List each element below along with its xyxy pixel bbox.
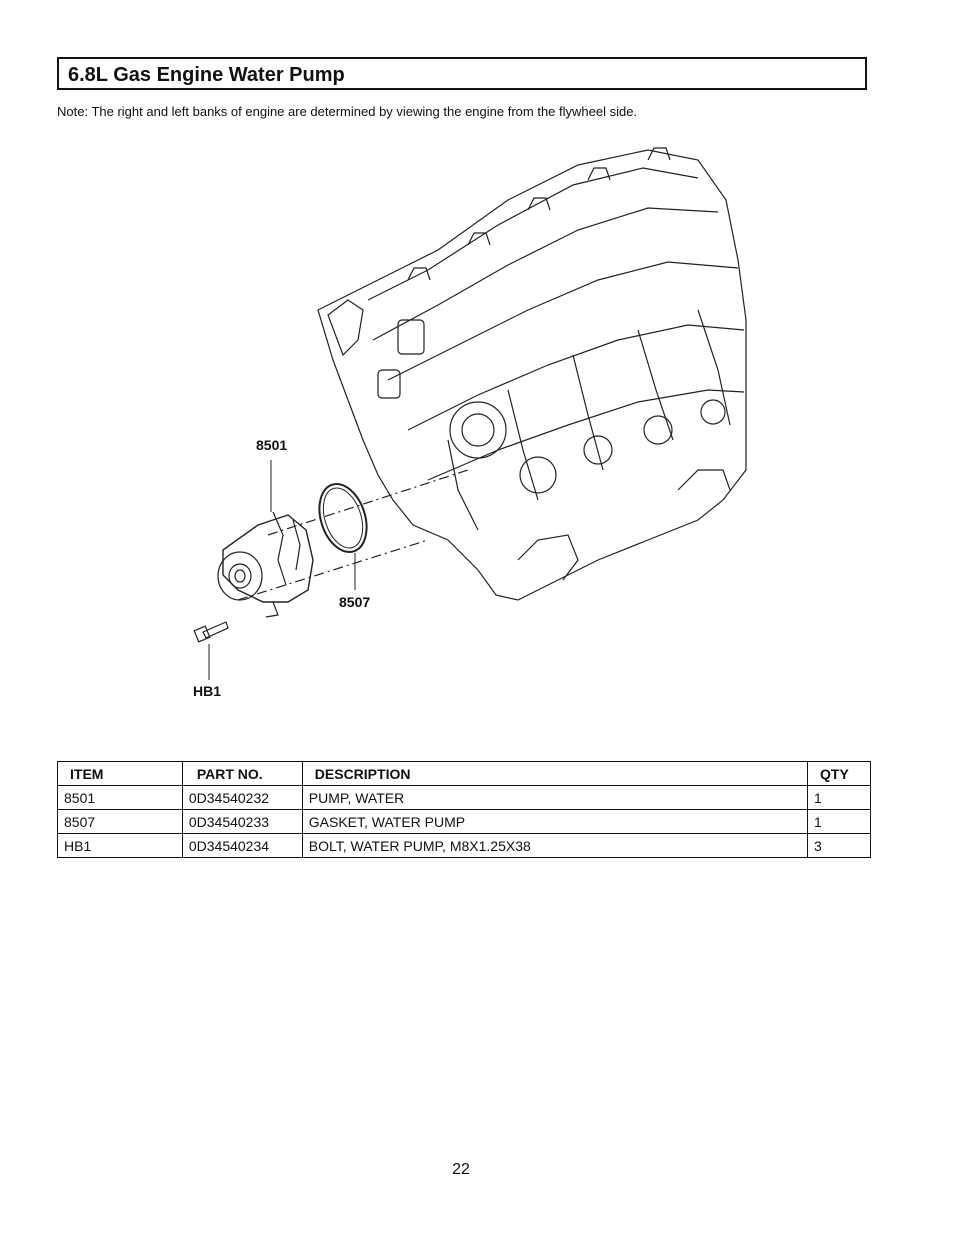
callout-hb1: HB1 [193,683,221,699]
cell-part-no: 0D34540234 [181,833,303,858]
water-pump-drawing [217,511,314,618]
callout-8507: 8507 [339,594,370,610]
cell-part-no: 0D34540233 [181,809,303,834]
cell-qty: 1 [807,785,871,810]
gasket-ring [318,483,368,553]
cell-part-no: 0D34540232 [181,785,303,810]
cell-item: HB1 [57,833,183,858]
engine-water-pump-diagram: 8501 8507 HB1 [193,147,747,699]
header-qty: QTY [807,761,871,786]
table-header-row: ITEM PART NO. DESCRIPTION QTY [57,761,871,786]
parts-table: ITEM PART NO. DESCRIPTION QTY 8501 0D345… [57,761,871,858]
engine-block-drawing [317,147,747,601]
cell-qty: 1 [807,809,871,834]
cell-description: BOLT, WATER PUMP, M8X1.25X38 [301,833,809,858]
table-row: 8507 0D34540233 GASKET, WATER PUMP 1 [57,809,871,834]
table-row: 8501 0D34540232 PUMP, WATER 1 [57,785,871,810]
note-text: Note: The right and left banks of engine… [57,104,638,119]
cell-description: GASKET, WATER PUMP [301,809,809,834]
header-description: DESCRIPTION [301,761,809,786]
page-number: 22 [452,1161,470,1178]
callout-8501: 8501 [256,437,287,453]
section-title-box: 6.8L Gas Engine Water Pump [57,57,867,90]
header-part-no: PART NO. [181,761,303,786]
cell-description: PUMP, WATER [301,785,809,810]
cell-item: 8507 [57,809,183,834]
table-row: HB1 0D34540234 BOLT, WATER PUMP, M8X1.25… [57,833,871,858]
page-title: 6.8L Gas Engine Water Pump [68,64,345,86]
cell-qty: 3 [807,833,871,858]
header-item: ITEM [57,761,183,786]
cell-item: 8501 [57,785,183,810]
bolt-drawing [193,621,229,643]
